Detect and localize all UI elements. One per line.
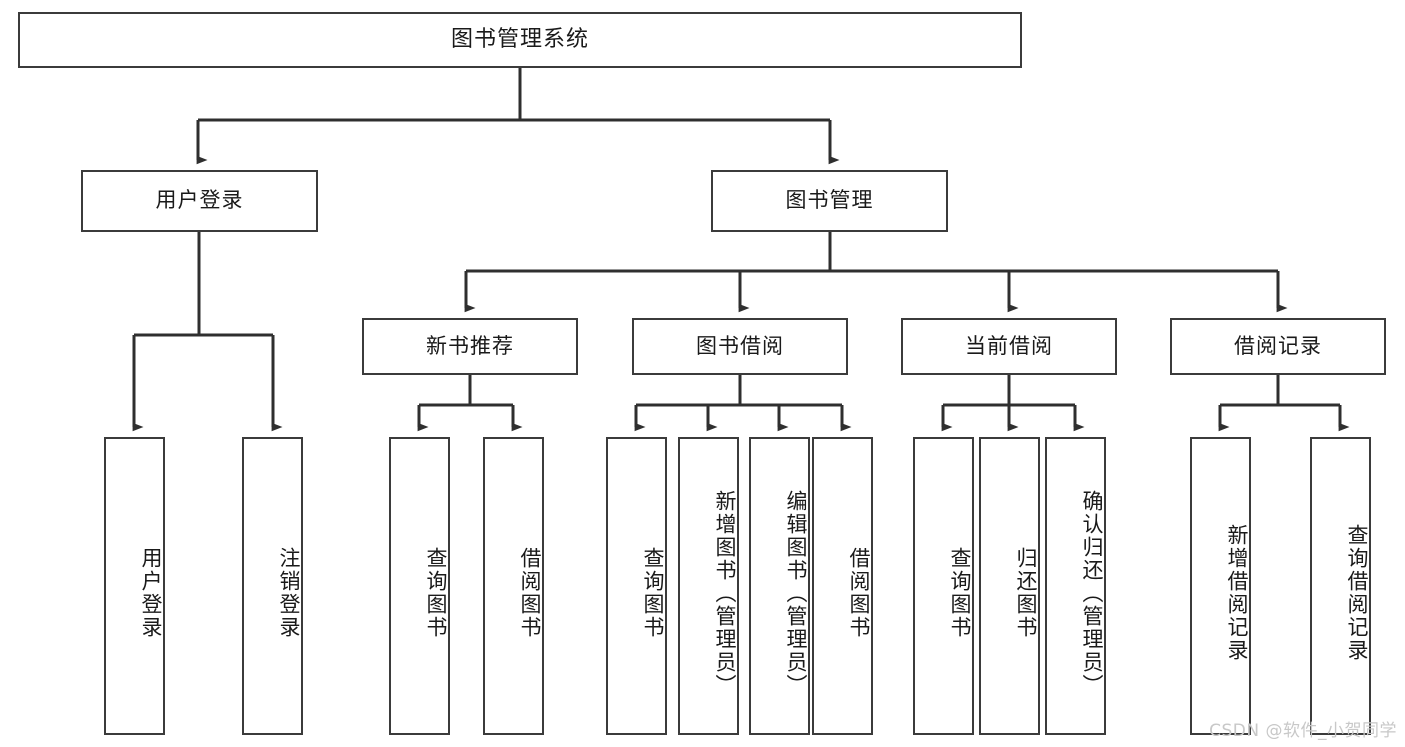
node-label: 查询图书 — [424, 547, 448, 639]
node-label: 查询图书 — [641, 547, 665, 639]
node-label: 新书推荐 — [426, 333, 514, 358]
node-label: 查询图书 — [948, 547, 972, 639]
node-book-management[interactable]: 图书管理 — [711, 170, 948, 232]
node-label: 借阅图书 — [847, 547, 871, 639]
csdn-watermark: CSDN @软件_小贺同学 — [1209, 721, 1397, 741]
node-label: 用户登录 — [155, 188, 244, 213]
node-book-borrowing[interactable]: 图书借阅 — [632, 318, 848, 375]
leaf-query-books-borrowing[interactable]: 查询图书 — [606, 437, 667, 735]
node-label: 新增图书（管理员） — [713, 489, 737, 697]
node-new-book-recommendation[interactable]: 新书推荐 — [362, 318, 578, 375]
node-label: 用户登录 — [139, 547, 163, 639]
node-label: 确认归还（管理员） — [1080, 489, 1104, 697]
leaf-logout[interactable]: 注销登录 — [242, 437, 303, 735]
leaf-borrow-books-recommendation[interactable]: 借阅图书 — [483, 437, 544, 735]
node-label: 注销登录 — [277, 547, 301, 639]
node-label: 编辑图书（管理员） — [784, 489, 808, 697]
leaf-query-books-current[interactable]: 查询图书 — [913, 437, 974, 735]
node-current-borrowing[interactable]: 当前借阅 — [901, 318, 1117, 375]
leaf-confirm-return-admin[interactable]: 确认归还（管理员） — [1045, 437, 1106, 735]
node-label: 借阅记录 — [1234, 333, 1322, 358]
leaf-add-book-admin[interactable]: 新增图书（管理员） — [678, 437, 739, 735]
node-label: 当前借阅 — [965, 333, 1053, 358]
leaf-return-books[interactable]: 归还图书 — [979, 437, 1040, 735]
node-borrowing-records[interactable]: 借阅记录 — [1170, 318, 1386, 375]
node-label: 图书借阅 — [696, 333, 784, 358]
node-label: 图书管理 — [785, 188, 874, 213]
node-root-book-management-system[interactable]: 图书管理系统 — [18, 12, 1022, 68]
leaf-query-books-recommendation[interactable]: 查询图书 — [389, 437, 450, 735]
node-label: 借阅图书 — [518, 547, 542, 639]
node-label: 归还图书 — [1014, 547, 1038, 639]
leaf-borrow-books-borrowing[interactable]: 借阅图书 — [812, 437, 873, 735]
node-label: 查询借阅记录 — [1345, 524, 1369, 662]
node-user-login[interactable]: 用户登录 — [81, 170, 318, 232]
node-label: 图书管理系统 — [450, 26, 589, 52]
leaf-add-borrowing-record[interactable]: 新增借阅记录 — [1190, 437, 1251, 735]
leaf-user-login[interactable]: 用户登录 — [104, 437, 165, 735]
node-label: 新增借阅记录 — [1225, 524, 1249, 662]
leaf-edit-book-admin[interactable]: 编辑图书（管理员） — [749, 437, 810, 735]
leaf-query-borrowing-record[interactable]: 查询借阅记录 — [1310, 437, 1371, 735]
